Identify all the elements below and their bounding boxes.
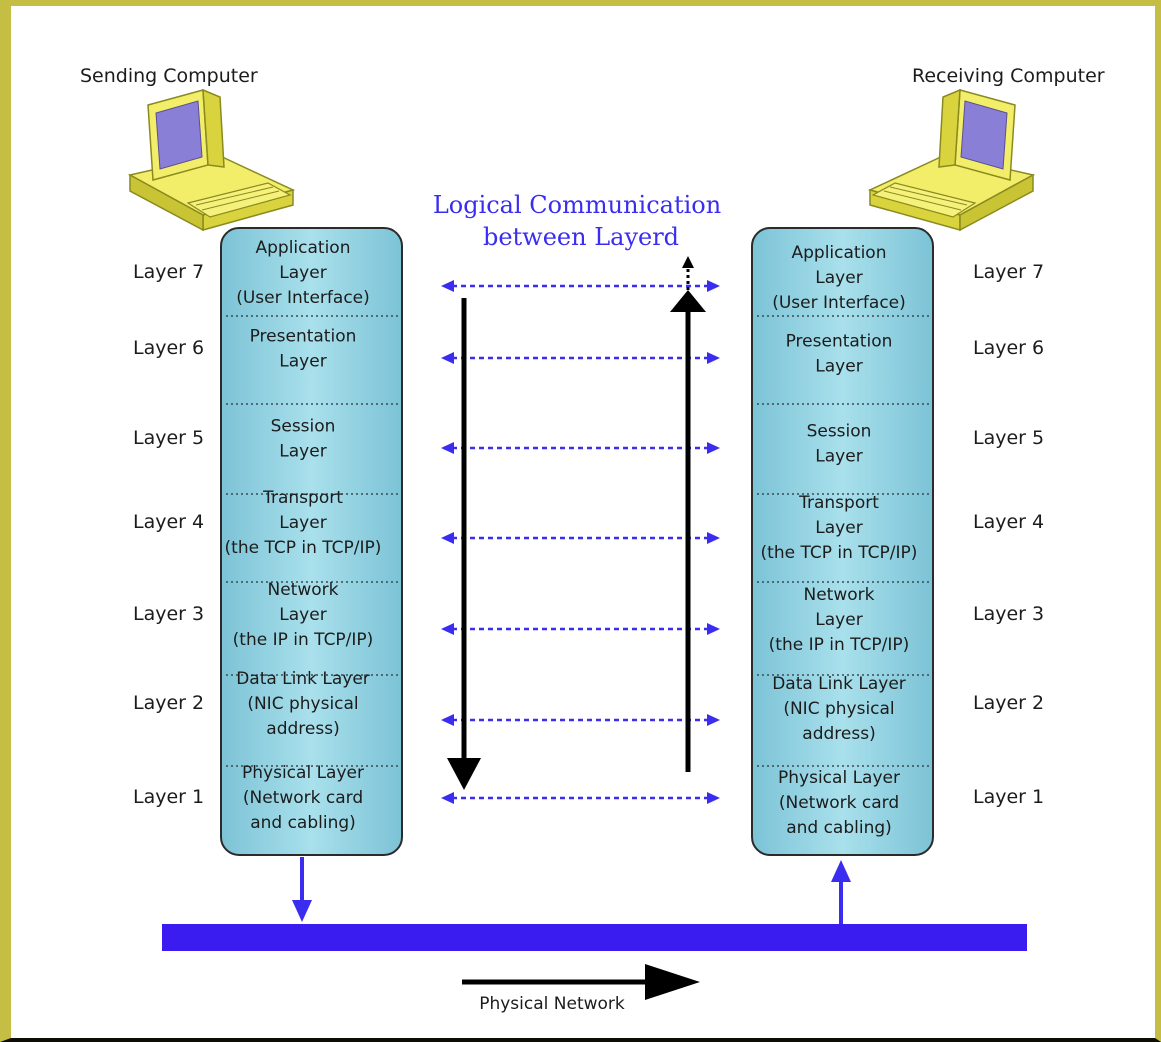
receiving-computer-label: Receiving Computer — [912, 65, 1105, 87]
sending-to-network-arrow — [292, 857, 312, 922]
receiving-computer-icon — [867, 88, 1036, 232]
sending-application-layer-text: Application — [256, 238, 351, 258]
sending-physical-layer-text: and cabling) — [250, 813, 356, 833]
sending-transport-layer-text: Transport — [262, 488, 343, 508]
sending-network-layer-text: Network — [268, 580, 339, 600]
receiving-layer-label-3: Layer 3 — [973, 603, 1044, 625]
sending-computer-icon — [127, 88, 296, 232]
receiving-network-layer-text: Layer — [815, 610, 862, 630]
sending-transport-layer-text: (the TCP in TCP/IP) — [225, 538, 382, 558]
receiving-physical-layer-text: (Network card — [779, 793, 899, 813]
physical-network-bar — [162, 924, 1027, 951]
receiving-data-link-layer-text: (NIC physical — [783, 699, 894, 719]
sending-layer-label-3: Layer 3 — [133, 603, 204, 625]
sending-data-link-layer-text: (NIC physical — [247, 694, 358, 714]
logical-communication-line-2: between Layerd — [483, 223, 679, 251]
logical-arrow-layer-2 — [441, 714, 720, 726]
sending-layer-label-4: Layer 4 — [133, 511, 204, 533]
sending-layer-label-7: Layer 7 — [133, 261, 204, 283]
receiving-layer-label-7: Layer 7 — [973, 261, 1044, 283]
receiving-presentation-layer-text: Presentation — [786, 332, 893, 352]
sending-session-layer-text: Layer — [279, 442, 326, 462]
sending-data-link-layer-text: address) — [266, 719, 339, 739]
receiving-session-layer-text: Session — [807, 422, 872, 442]
logical-arrow-layer-1 — [441, 792, 720, 804]
logical-arrow-layer-4 — [441, 532, 720, 544]
receiving-application-layer-text: Layer — [815, 268, 862, 288]
receiving-layer-stack — [751, 227, 934, 856]
sending-presentation-layer-text: Presentation — [250, 327, 357, 347]
receiving-layer-label-4: Layer 4 — [973, 511, 1044, 533]
receiving-application-layer-text: Application — [792, 243, 887, 263]
logical-arrow-layer-7 — [441, 280, 720, 292]
layer-separators — [226, 315, 929, 767]
logical-arrow-layer-3 — [441, 623, 720, 635]
receiving-transport-layer-text: (the TCP in TCP/IP) — [761, 543, 918, 563]
receiving-layer-labels: Layer 7 Layer 6 Layer 5 Layer 4 Layer 3 Layer… — [973, 261, 1044, 808]
data-flow-down-arrow — [447, 298, 481, 790]
receiving-transport-layer-text: Layer — [815, 518, 862, 538]
receiving-physical-layer-text: and cabling) — [786, 818, 892, 838]
sending-layer-label-5: Layer 5 — [133, 427, 204, 449]
sending-layer-stack — [220, 227, 403, 856]
receiving-layer-label-5: Layer 5 — [973, 427, 1044, 449]
receiving-data-link-layer-text: address) — [802, 724, 875, 744]
receiving-network-layer-text: Network — [804, 585, 875, 605]
sending-layer-label-2: Layer 2 — [133, 692, 204, 714]
sending-application-layer-text: (User Interface) — [236, 288, 370, 308]
receiving-physical-layer-text: Physical Layer — [778, 768, 900, 788]
network-to-receiving-arrow — [831, 860, 851, 924]
receiving-session-layer-text: Layer — [815, 447, 862, 467]
sending-presentation-layer-text: Layer — [279, 352, 326, 372]
sending-network-layer-text: (the IP in TCP/IP) — [233, 630, 374, 650]
logical-arrow-layer-6 — [441, 352, 720, 364]
receiving-layer-label-1: Layer 1 — [973, 786, 1044, 808]
receiving-network-layer-text: (the IP in TCP/IP) — [769, 635, 910, 655]
sending-layer-label-6: Layer 6 — [133, 337, 204, 359]
sending-layer-labels: Layer 7 Layer 6 Layer 5 Layer 4 Layer 3 Layer… — [133, 261, 204, 808]
receiving-presentation-layer-text: Layer — [815, 357, 862, 377]
data-flow-up-arrow — [670, 256, 706, 772]
sending-physical-layer-text: Physical Layer — [242, 763, 364, 783]
logical-arrow-layer-5 — [441, 442, 720, 454]
receiving-data-link-layer-text: Data Link Layer — [772, 674, 906, 694]
sending-session-layer-text: Session — [271, 417, 336, 437]
receiving-layer-label-2: Layer 2 — [973, 692, 1044, 714]
sending-layer-label-1: Layer 1 — [133, 786, 204, 808]
physical-network-direction-arrow — [462, 964, 700, 1000]
physical-network-label: Physical Network — [479, 994, 625, 1014]
sending-transport-layer-text: Layer — [279, 513, 326, 533]
logical-communication-arrows — [441, 280, 720, 804]
sending-computer-label: Sending Computer — [80, 65, 258, 87]
sending-application-layer-text: Layer — [279, 263, 326, 283]
sending-physical-layer-text: (Network card — [243, 788, 363, 808]
receiving-layer-label-6: Layer 6 — [973, 337, 1044, 359]
receiving-application-layer-text: (User Interface) — [772, 293, 906, 313]
receiving-transport-layer-text: Transport — [798, 493, 879, 513]
logical-communication-line-1: Logical Communication — [433, 191, 721, 219]
sending-network-layer-text: Layer — [279, 605, 326, 625]
sending-data-link-layer-text: Data Link Layer — [236, 669, 370, 689]
